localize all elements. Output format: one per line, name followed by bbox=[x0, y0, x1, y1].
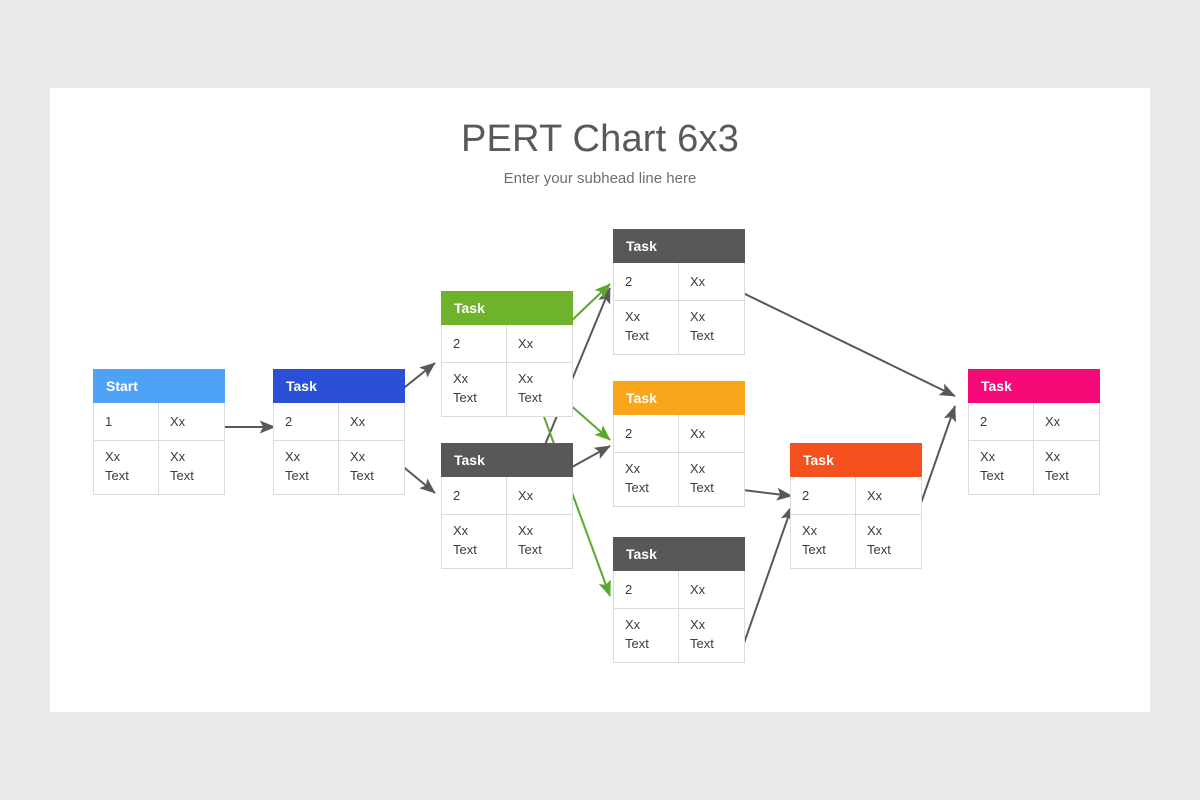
node-task-gray-top-detail-left: Xx Text bbox=[613, 301, 679, 355]
node-task-green-detail-right: Xx Text bbox=[507, 363, 573, 417]
node-task-amber-code: Xx bbox=[679, 415, 745, 453]
node-start-detail-right: Xx Text bbox=[159, 441, 225, 495]
edge-amber-to-orange bbox=[742, 487, 793, 501]
slide-canvas: PERT Chart 6x3 Enter your subhead line h… bbox=[50, 88, 1150, 712]
page-title: PERT Chart 6x3 bbox=[460, 118, 740, 160]
node-task-blue-row-mid: 2 Xx bbox=[273, 403, 405, 441]
node-start-header: Start bbox=[93, 369, 225, 403]
node-start-row-bottom: Xx Text Xx Text bbox=[93, 441, 225, 495]
page-subtitle: Enter your subhead line here bbox=[503, 170, 697, 187]
node-task-gray-bottom-detail-left: Xx Text bbox=[613, 609, 679, 663]
node-task-amber-duration: 2 bbox=[613, 415, 679, 453]
node-task-gray-bottom-header: Task bbox=[613, 537, 745, 571]
edge-graytop-to-pink bbox=[742, 292, 956, 397]
edge-orange-to-pink bbox=[919, 405, 957, 507]
node-task-gray-bottom-code: Xx bbox=[679, 571, 745, 609]
node-task-orange-duration: 2 bbox=[790, 477, 856, 515]
node-task-orange-detail-right: Xx Text bbox=[856, 515, 922, 569]
node-task-pink-detail-right: Xx Text bbox=[1034, 441, 1100, 495]
node-task-gray-bottom-row-bottom: Xx Text Xx Text bbox=[613, 609, 745, 663]
node-task-green-detail-left: Xx Text bbox=[441, 363, 507, 417]
node-task-gray-top-duration: 2 bbox=[613, 263, 679, 301]
node-task-amber-row-bottom: Xx Text Xx Text bbox=[613, 453, 745, 507]
node-task-pink-header: Task bbox=[968, 369, 1100, 403]
node-task-gray-mid-code: Xx bbox=[507, 477, 573, 515]
node-task-orange-code: Xx bbox=[856, 477, 922, 515]
node-task-orange-header: Task bbox=[790, 443, 922, 477]
node-task-green-duration: 2 bbox=[441, 325, 507, 363]
node-task-gray-top-detail-right: Xx Text bbox=[679, 301, 745, 355]
node-task-blue-detail-left: Xx Text bbox=[273, 441, 339, 495]
node-task-pink-row-mid: 2 Xx bbox=[968, 403, 1100, 441]
node-task-blue-row-bottom: Xx Text Xx Text bbox=[273, 441, 405, 495]
node-task-orange-row-bottom: Xx Text Xx Text bbox=[790, 515, 922, 569]
node-start-row-mid: 1 Xx bbox=[93, 403, 225, 441]
node-task-amber-detail-left: Xx Text bbox=[613, 453, 679, 507]
node-task-gray-mid-header: Task bbox=[441, 443, 573, 477]
node-task-amber-row-mid: 2 Xx bbox=[613, 415, 745, 453]
node-task-gray-mid[interactable]: Task 2 Xx Xx Text Xx Text bbox=[441, 443, 573, 569]
node-task-gray-bottom-duration: 2 bbox=[613, 571, 679, 609]
node-task-gray-mid-detail-right: Xx Text bbox=[507, 515, 573, 569]
node-task-pink-duration: 2 bbox=[968, 403, 1034, 441]
node-task-pink-detail-left: Xx Text bbox=[968, 441, 1034, 495]
node-task-green[interactable]: Task 2 Xx Xx Text Xx Text bbox=[441, 291, 573, 417]
node-task-amber[interactable]: Task 2 Xx Xx Text Xx Text bbox=[613, 381, 745, 507]
node-task-gray-bottom[interactable]: Task 2 Xx Xx Text Xx Text bbox=[613, 537, 745, 663]
node-task-pink-code: Xx bbox=[1034, 403, 1100, 441]
node-task-gray-bottom-row-mid: 2 Xx bbox=[613, 571, 745, 609]
node-task-green-row-bottom: Xx Text Xx Text bbox=[441, 363, 573, 417]
node-task-green-code: Xx bbox=[507, 325, 573, 363]
node-task-gray-top-row-bottom: Xx Text Xx Text bbox=[613, 301, 745, 355]
node-task-gray-top[interactable]: Task 2 Xx Xx Text Xx Text bbox=[613, 229, 745, 355]
node-task-gray-mid-detail-left: Xx Text bbox=[441, 515, 507, 569]
node-task-blue-header: Task bbox=[273, 369, 405, 403]
node-task-green-row-mid: 2 Xx bbox=[441, 325, 573, 363]
node-task-gray-mid-row-bottom: Xx Text Xx Text bbox=[441, 515, 573, 569]
node-task-gray-top-code: Xx bbox=[679, 263, 745, 301]
node-task-gray-mid-duration: 2 bbox=[441, 477, 507, 515]
node-task-gray-bottom-detail-right: Xx Text bbox=[679, 609, 745, 663]
node-task-green-header: Task bbox=[441, 291, 573, 325]
node-task-gray-mid-row-mid: 2 Xx bbox=[441, 477, 573, 515]
node-start-detail-left: Xx Text bbox=[93, 441, 159, 495]
node-task-blue-detail-right: Xx Text bbox=[339, 441, 405, 495]
node-task-amber-detail-right: Xx Text bbox=[679, 453, 745, 507]
node-start-duration: 1 bbox=[93, 403, 159, 441]
node-start-code: Xx bbox=[159, 403, 225, 441]
node-task-pink-row-bottom: Xx Text Xx Text bbox=[968, 441, 1100, 495]
node-task-orange-detail-left: Xx Text bbox=[790, 515, 856, 569]
node-task-pink[interactable]: Task 2 Xx Xx Text Xx Text bbox=[968, 369, 1100, 495]
node-task-gray-top-header: Task bbox=[613, 229, 745, 263]
node-task-orange[interactable]: Task 2 Xx Xx Text Xx Text bbox=[790, 443, 922, 569]
edge-graybottom-to-orange bbox=[742, 505, 794, 647]
node-task-blue[interactable]: Task 2 Xx Xx Text Xx Text bbox=[273, 369, 405, 495]
node-task-amber-header: Task bbox=[613, 381, 745, 415]
node-task-blue-duration: 2 bbox=[273, 403, 339, 441]
node-task-gray-top-row-mid: 2 Xx bbox=[613, 263, 745, 301]
node-task-orange-row-mid: 2 Xx bbox=[790, 477, 922, 515]
node-start[interactable]: Start 1 Xx Xx Text Xx Text bbox=[93, 369, 225, 495]
node-task-blue-code: Xx bbox=[339, 403, 405, 441]
